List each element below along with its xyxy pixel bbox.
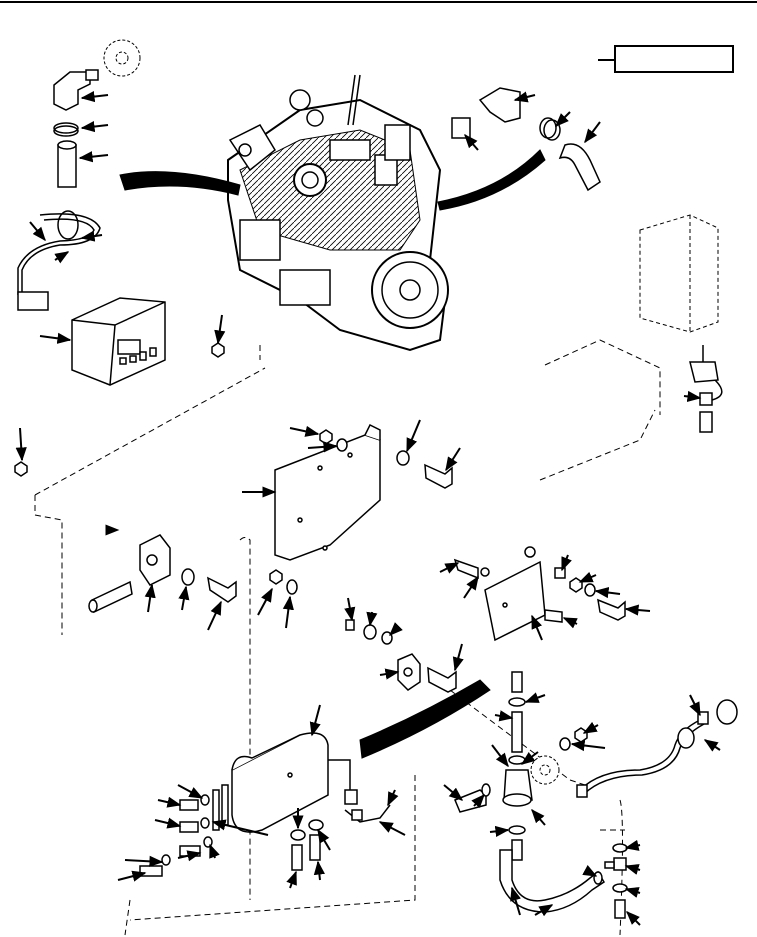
engine-assembly <box>227 74 449 352</box>
filter-small-parts <box>139 794 213 877</box>
control-box <box>71 297 166 386</box>
wire-harness-left <box>17 210 101 311</box>
mounting-bracket-right <box>639 214 719 333</box>
bolt-6 <box>544 609 563 623</box>
filter-connectors <box>212 784 324 871</box>
location-arrows <box>119 149 546 759</box>
washer-left <box>181 568 195 586</box>
bolt-2 <box>424 463 453 489</box>
tube-clamp-center <box>397 653 421 691</box>
tube-left <box>88 580 133 614</box>
hose-elbow-right <box>558 143 601 192</box>
washer-2 <box>286 579 298 595</box>
mounting-plate <box>274 423 381 561</box>
bolt-left <box>207 576 237 603</box>
washer-3 <box>336 438 348 452</box>
filter-wire <box>328 759 391 823</box>
hose-clamp-right <box>539 117 561 141</box>
nut-5 <box>554 567 596 597</box>
callout-arrows <box>15 90 721 926</box>
nut-1 <box>211 342 225 358</box>
elbow-fitting-left <box>53 69 99 111</box>
washer-5 <box>345 619 393 645</box>
filter-housing <box>231 732 329 833</box>
nut-2 <box>14 461 28 477</box>
washer-4 <box>396 450 410 466</box>
hose-clamp-left <box>53 122 79 137</box>
bolt-4 <box>453 558 490 580</box>
tee-fitting-right <box>593 843 628 919</box>
nut-4 <box>319 429 333 445</box>
hose-segment-left <box>57 140 77 188</box>
alignment-guides <box>34 339 661 936</box>
fuel-fitting-stack <box>502 671 533 861</box>
bolt-5 <box>597 598 626 621</box>
bolt-3 <box>427 666 457 693</box>
elbow-fitting-right <box>451 87 521 139</box>
wire-harness-right <box>576 699 738 798</box>
nut-6 <box>559 727 588 751</box>
sensor-assembly-right <box>689 345 723 433</box>
reference-box <box>614 45 734 73</box>
tube-clamp-left <box>139 534 171 586</box>
nut-3 <box>269 569 283 585</box>
reference-sprocket-left <box>103 39 141 77</box>
reference-sprocket-lower <box>530 755 560 785</box>
